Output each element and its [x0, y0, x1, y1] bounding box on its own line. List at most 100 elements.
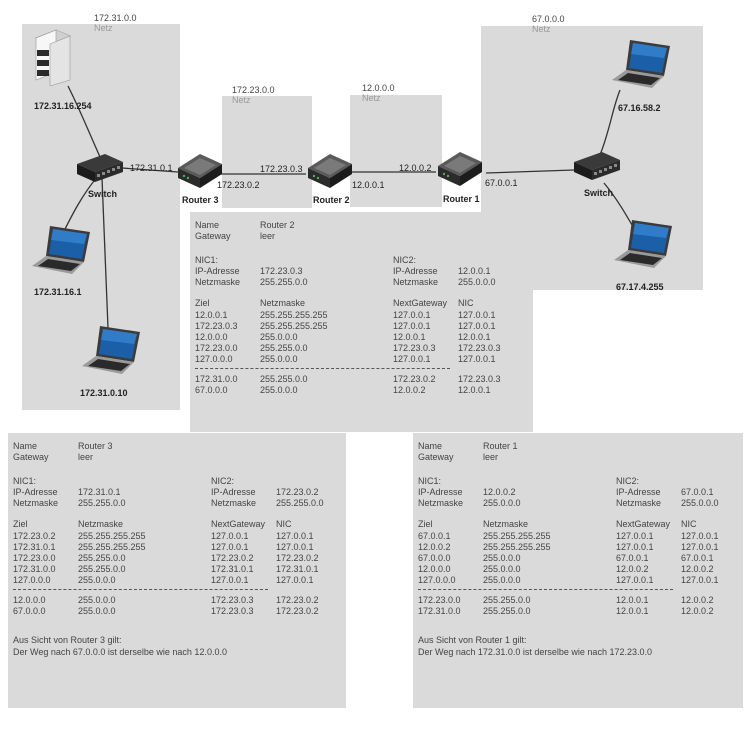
- gateway-label: Gateway: [195, 231, 231, 241]
- server-ip-label: 172.31.16.254: [34, 101, 92, 111]
- table-cell-extra: 255.0.0.0: [260, 385, 298, 395]
- cable-switch-router3: [121, 167, 179, 173]
- table-separator: [418, 589, 673, 590]
- nic1-heading: NIC1:: [418, 476, 442, 486]
- table-header: Netzmaske: [483, 519, 529, 529]
- switch-label-left: Switch: [88, 189, 118, 199]
- table-header: Netzmaske: [260, 298, 306, 308]
- switch-icon-left[interactable]: [75, 148, 125, 184]
- table-separator: [13, 589, 268, 590]
- table-cell-extra: 67.0.0.0: [195, 385, 228, 395]
- nic2-mask-value: 255.0.0.0: [458, 277, 496, 287]
- table-cell-extra: 172.23.0.2: [276, 606, 319, 616]
- router-name: Router 1: [483, 441, 518, 451]
- nic1-ip-value: 172.31.0.1: [78, 487, 121, 497]
- table-cell-extra: 255.0.0.0: [78, 595, 116, 605]
- table-cell: 127.0.0.1: [681, 575, 719, 585]
- table-cell: 127.0.0.1: [276, 575, 314, 585]
- network-zone-12: [350, 95, 442, 207]
- table-cell: 255.0.0.0: [260, 332, 298, 342]
- table-cell: 255.0.0.0: [260, 354, 298, 364]
- table-cell-extra: 172.23.0.2: [393, 374, 436, 384]
- nic1-ip-value: 172.23.0.3: [260, 266, 303, 276]
- table-cell: 127.0.0.1: [681, 542, 719, 552]
- laptop-ip-label-67-17-4-255: 67.17.4.255: [616, 282, 664, 292]
- table-cell-extra: 12.0.0.2: [393, 385, 426, 395]
- table-cell: 255.0.0.0: [483, 564, 521, 574]
- table-cell: 255.255.255.255: [483, 531, 551, 541]
- table-cell: 12.0.0.2: [418, 542, 451, 552]
- laptop-icon-172-31-16-1[interactable]: [30, 224, 92, 276]
- table-cell: 12.0.0.1: [393, 332, 426, 342]
- cable-switch-laptop-r1: [599, 89, 621, 156]
- table-cell: 255.255.255.255: [78, 542, 146, 552]
- laptop-ip-label-172-31-16-1: 172.31.16.1: [34, 287, 82, 297]
- table-cell-extra: 255.0.0.0: [78, 606, 116, 616]
- gateway-value: leer: [78, 452, 94, 462]
- table-cell: 12.0.0.0: [195, 332, 228, 342]
- router-icon-router2[interactable]: [304, 148, 354, 190]
- name-label: Name: [418, 441, 443, 451]
- table-cell: 127.0.0.1: [393, 310, 431, 320]
- network-zone-172-23: [222, 96, 312, 208]
- nic2-heading: NIC2:: [211, 476, 235, 486]
- nic1-heading: NIC1:: [195, 255, 219, 265]
- nic2-mask-label: Netzmaske: [616, 498, 662, 508]
- switch-icon-right[interactable]: [572, 146, 622, 182]
- nic1-mask-label: Netzmaske: [195, 277, 241, 287]
- table-cell: 127.0.0.1: [393, 321, 431, 331]
- router-icon-router3[interactable]: [174, 148, 224, 190]
- table-cell-extra: 172.23.0.3: [211, 606, 254, 616]
- table-cell: 172.23.0.2: [276, 553, 319, 563]
- laptop-icon-172-31-0-10[interactable]: [80, 324, 142, 376]
- table-cell: 127.0.0.0: [418, 575, 456, 585]
- table-cell: 172.31.0.1: [13, 542, 56, 552]
- nic1-mask-label: Netzmaske: [13, 498, 59, 508]
- nic1-mask-value: 255.0.0.0: [483, 498, 521, 508]
- name-label: Name: [195, 220, 220, 230]
- nic1-ip-label: IP-Adresse: [195, 266, 240, 276]
- table-cell-extra: 172.23.0.0: [418, 595, 461, 605]
- router-icon-router1[interactable]: [434, 146, 484, 188]
- server-icon[interactable]: [32, 28, 72, 87]
- table-cell: 127.0.0.1: [393, 354, 431, 364]
- table-header: NIC: [458, 298, 474, 308]
- ip-router3-nic2: 172.23.0.2: [217, 180, 260, 190]
- table-cell: 172.23.0.3: [393, 343, 436, 353]
- table-cell-extra: 12.0.0.1: [458, 385, 491, 395]
- table-cell-extra: 255.255.0.0: [483, 606, 531, 616]
- table-cell: 127.0.0.1: [458, 321, 496, 331]
- nic2-mask-label: Netzmaske: [211, 498, 257, 508]
- laptop-icon-67-16-58-2[interactable]: [610, 38, 672, 90]
- table-cell-extra: 12.0.0.0: [13, 595, 46, 605]
- table-cell: 255.255.255.255: [78, 531, 146, 541]
- nic2-ip-value: 12.0.0.1: [458, 266, 491, 276]
- table-cell: 127.0.0.1: [458, 354, 496, 364]
- table-cell: 255.255.255.255: [260, 321, 328, 331]
- ip-router1-nic2: 67.0.0.1: [485, 178, 518, 188]
- table-cell: 172.31.0.1: [211, 564, 254, 574]
- nic2-ip-label: IP-Adresse: [211, 487, 256, 497]
- table-cell: 127.0.0.0: [195, 354, 233, 364]
- nic1-ip-label: IP-Adresse: [418, 487, 463, 497]
- table-header: NextGateway: [211, 519, 266, 529]
- table-cell: 12.0.0.2: [681, 564, 714, 574]
- table-cell: 172.23.0.2: [211, 553, 254, 563]
- table-cell: 172.31.0.1: [276, 564, 319, 574]
- laptop-icon-67-17-4-255[interactable]: [612, 218, 674, 270]
- table-cell-extra: 172.31.0.0: [418, 606, 461, 616]
- nic1-mask-value: 255.255.0.0: [260, 277, 308, 287]
- table-cell-extra: 172.23.0.3: [211, 595, 254, 605]
- table-cell: 172.23.0.2: [13, 531, 56, 541]
- table-cell: 255.0.0.0: [483, 553, 521, 563]
- table-cell: 255.0.0.0: [78, 575, 116, 585]
- router-name: Router 3: [78, 441, 113, 451]
- table-cell: 172.23.0.3: [195, 321, 238, 331]
- table-cell: 12.0.0.2: [616, 564, 649, 574]
- table-cell: 12.0.0.1: [195, 310, 228, 320]
